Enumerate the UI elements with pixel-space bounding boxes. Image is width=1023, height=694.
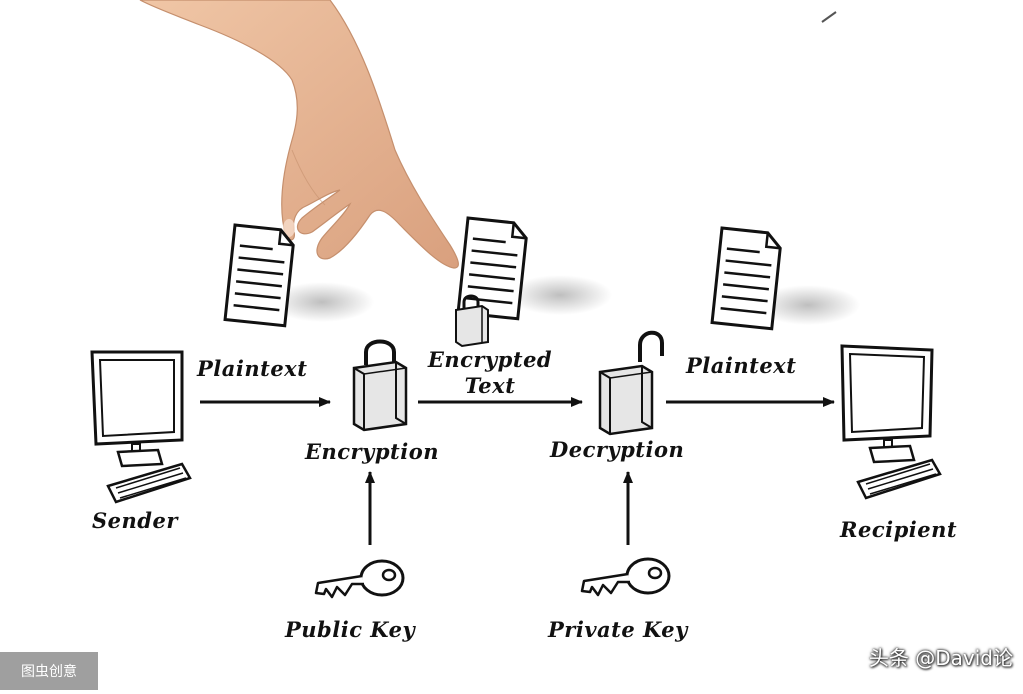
document-shadow (756, 285, 860, 325)
label-public-key: Public Key (285, 617, 416, 642)
decorative-stroke (821, 11, 837, 23)
document-icon (456, 216, 528, 321)
watermark-left: 图虫创意 (0, 652, 98, 690)
key-icon (580, 557, 671, 597)
label-sender: Sender (92, 508, 178, 533)
label-private-key: Private Key (548, 617, 688, 642)
hand-pointer (139, 0, 459, 269)
label-recipient: Recipient (840, 517, 958, 542)
label-plaintext-left: Plaintext (197, 356, 308, 381)
label-encryption: Encryption (305, 439, 439, 464)
document-icon (710, 226, 782, 331)
label-encrypted-text: Encrypted Text (425, 347, 555, 399)
padlock-icon (598, 330, 664, 436)
label-plaintext-right: Plaintext (686, 353, 797, 378)
document-shadow (508, 275, 612, 315)
label-encrypted-text-line2: Text (464, 373, 516, 398)
label-encrypted-text-line1: Encrypted (427, 347, 553, 372)
document-icon (223, 223, 295, 328)
padlock-icon (352, 339, 408, 432)
computer-icon (90, 350, 192, 504)
label-decryption: Decryption (550, 437, 685, 462)
watermark-right: 头条 @David论 (868, 646, 1013, 670)
computer-icon (840, 344, 942, 500)
padlock-icon (455, 294, 489, 348)
key-icon (314, 559, 405, 599)
document-shadow (270, 282, 374, 322)
